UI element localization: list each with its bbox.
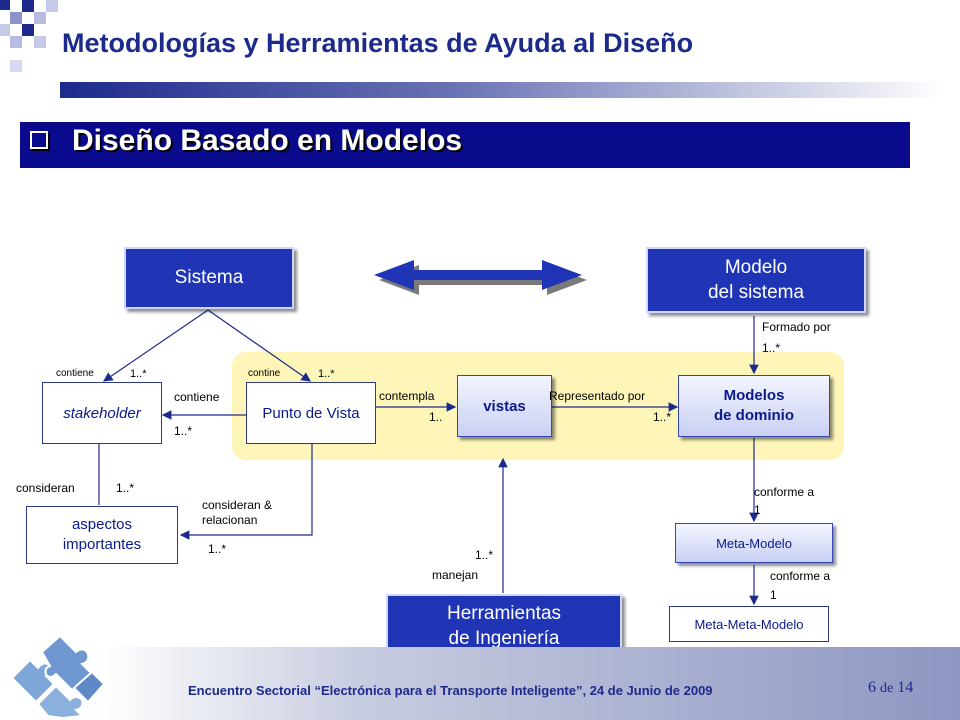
label-contine-small: contine xyxy=(248,368,281,379)
label-manejan: manejan xyxy=(432,568,479,582)
page-of: de xyxy=(880,681,894,696)
label-mult-1: 1..* xyxy=(130,368,147,380)
slide-title: Metodologías y Herramientas de Ayuda al … xyxy=(62,28,694,58)
herramientas-label-line1: Herramientas xyxy=(446,603,562,624)
meta-modelo-label: Meta-Modelo xyxy=(716,535,792,551)
corner-decoration xyxy=(0,0,60,80)
label-consideran-rel-1: consideran & xyxy=(202,498,273,512)
footer-date: , 24 de Junio de 2009 xyxy=(582,683,713,698)
modelos-label-line2: de dominio xyxy=(714,407,794,424)
label-mult-contempla: 1.. xyxy=(429,410,443,424)
label-consideran-rel-2: relacionan xyxy=(202,513,258,527)
label-formado-por: Formado por xyxy=(762,320,831,334)
label-mult-consideran: 1..* xyxy=(116,481,135,495)
aspectos-label-line1: aspectos xyxy=(71,516,133,533)
page-number: 6 de 14 xyxy=(868,679,913,697)
stakeholder-box: stakeholder xyxy=(42,382,162,444)
stakeholder-label: stakeholder xyxy=(63,404,141,422)
label-mult-2: 1..* xyxy=(318,368,335,380)
label-mult-consideran-rel: 1..* xyxy=(208,542,227,556)
sistema-label: Sistema xyxy=(174,267,244,288)
page-current: 6 xyxy=(868,679,876,696)
modelo-del-sistema-box: Modelo del sistema xyxy=(646,247,866,313)
checkbox-bullet-icon xyxy=(30,131,48,149)
section-title: Diseño Basado en Modelos xyxy=(72,124,463,157)
label-mult-contiene: 1..* xyxy=(174,424,193,438)
label-conforme-1: conforme a xyxy=(754,485,815,499)
label-contiene: contiene xyxy=(174,390,220,404)
label-conforme-1-mult: 1 xyxy=(754,503,761,517)
page-total: 14 xyxy=(897,679,914,696)
label-conforme-2-mult: 1 xyxy=(770,588,777,602)
footer-quote: “Electrónica para el Transporte Intelige… xyxy=(314,683,583,698)
punto-de-vista-label: Punto de Vista xyxy=(262,404,360,422)
label-conforme-2: conforme a xyxy=(770,569,831,583)
modelo-label-line2: del sistema xyxy=(707,282,805,303)
modelo-label-line1: Modelo xyxy=(724,257,788,278)
label-contiene-small: contiene xyxy=(56,368,94,379)
vistas-box: vistas xyxy=(457,375,552,437)
footer-caption: Encuentro Sectorial “Electrónica para el… xyxy=(188,683,713,698)
meta-meta-modelo-box: Meta-Meta-Modelo xyxy=(669,606,829,642)
herramientas-label-line2: de Ingeniería xyxy=(448,628,560,649)
meta-modelo-box: Meta-Modelo xyxy=(675,523,833,563)
footer-bar xyxy=(100,647,960,720)
label-consideran: consideran xyxy=(16,481,75,495)
footer-event: Encuentro Sectorial xyxy=(188,683,311,698)
punto-de-vista-box: Punto de Vista xyxy=(246,382,376,444)
label-mult-representado: 1..* xyxy=(653,410,672,424)
label-mult-formado: 1..* xyxy=(762,341,781,355)
title-underline xyxy=(60,82,944,98)
modelos-label-line1: Modelos xyxy=(723,387,785,404)
label-contempla: contempla xyxy=(379,389,435,403)
aspectos-importantes-box: aspectos importantes xyxy=(26,506,178,564)
label-representado-por: Representado por xyxy=(549,389,646,403)
double-arrow-icon xyxy=(374,260,587,295)
aspectos-label-line2: importantes xyxy=(62,536,142,553)
puzzle-logo-icon xyxy=(10,634,106,720)
meta-meta-modelo-label: Meta-Meta-Modelo xyxy=(694,616,804,632)
label-manejan-mult: 1..* xyxy=(475,548,494,562)
modelos-de-dominio-box: Modelos de dominio xyxy=(678,375,830,437)
vistas-label: vistas xyxy=(483,397,526,415)
section-banner xyxy=(20,122,910,168)
sistema-box: Sistema xyxy=(124,247,294,309)
